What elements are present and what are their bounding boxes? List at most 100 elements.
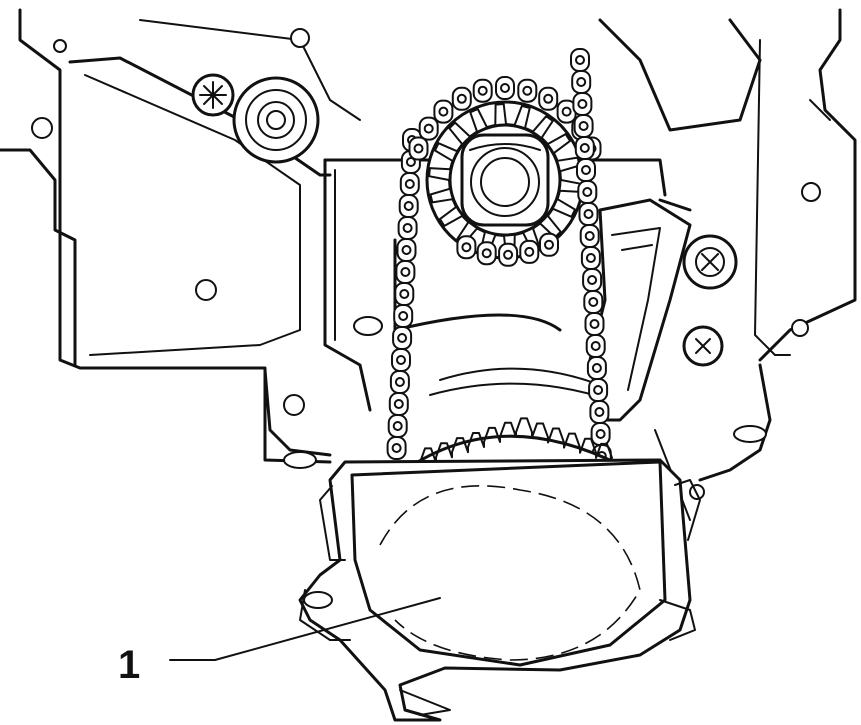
- chain-link: [579, 224, 600, 248]
- chain-pin: [400, 267, 411, 277]
- chain-link: [389, 370, 410, 394]
- upper-sprocket: [425, 100, 585, 260]
- chain-link: [392, 326, 413, 350]
- chain-pin: [404, 179, 415, 189]
- chain-link: [451, 86, 472, 111]
- callout-1: 1: [118, 597, 441, 687]
- chain-pin: [588, 297, 599, 307]
- chain-link: [589, 400, 610, 424]
- chain-link: [397, 216, 418, 240]
- chain-pin: [500, 83, 510, 93]
- chain-pin: [589, 319, 600, 329]
- chain-pin: [461, 242, 472, 253]
- chain-pin: [575, 55, 585, 65]
- chain-link: [418, 116, 439, 141]
- chain-link: [590, 422, 611, 446]
- chain-pin: [423, 123, 434, 134]
- chain-pin: [396, 355, 406, 365]
- chain-pin: [524, 246, 535, 257]
- chain-link: [576, 158, 596, 182]
- chain-link: [396, 238, 417, 262]
- chain-pin: [585, 253, 596, 263]
- chain-pin: [595, 429, 606, 439]
- chain-link: [574, 136, 595, 160]
- chain-pin: [397, 333, 408, 343]
- chain-pin: [401, 245, 412, 255]
- chain-link: [387, 414, 408, 438]
- chain-pin: [543, 93, 554, 104]
- chain-link: [580, 246, 601, 270]
- chain-pin: [398, 311, 409, 321]
- chain-link: [388, 392, 409, 416]
- chain-pin: [590, 341, 601, 351]
- chain-link: [584, 312, 605, 336]
- chain-pin: [577, 99, 588, 109]
- chain-pin: [591, 363, 602, 373]
- chain-pin: [578, 121, 589, 131]
- chain-link: [517, 78, 538, 103]
- chain-link: [570, 48, 590, 72]
- timing-chain: [386, 48, 612, 468]
- chain-pin: [392, 421, 403, 431]
- chain-link: [578, 202, 599, 226]
- chain-pin: [522, 85, 533, 96]
- chain-link: [582, 268, 603, 292]
- chain-pin: [413, 143, 424, 154]
- chain-pin: [477, 85, 488, 96]
- chain-link: [585, 334, 606, 358]
- chain-link: [476, 241, 497, 266]
- chain-pin: [587, 275, 598, 285]
- chain-link: [519, 239, 540, 264]
- chain-link: [498, 242, 519, 267]
- chain-pin: [503, 249, 514, 260]
- chain-pin: [481, 248, 492, 259]
- chain-link: [539, 232, 559, 257]
- chain-link: [394, 282, 415, 306]
- chain-pin: [391, 443, 402, 453]
- chain-pin: [582, 187, 593, 197]
- chain-link: [577, 180, 598, 204]
- chain-pin: [593, 385, 604, 395]
- chain-link: [586, 356, 607, 380]
- chain-link: [472, 78, 493, 103]
- chain-pin: [438, 106, 449, 117]
- chain-link: [583, 290, 604, 314]
- chain-link: [588, 378, 609, 402]
- chain-link: [571, 70, 592, 94]
- chain-pin: [456, 93, 467, 104]
- chain-pin: [581, 165, 591, 175]
- crank-tooth-row: [409, 417, 613, 471]
- chain-link: [391, 348, 411, 372]
- chain-pin: [584, 231, 595, 241]
- chain-link: [408, 136, 429, 161]
- chain-link: [495, 76, 515, 100]
- bolt-holes: [31, 28, 821, 500]
- chain-pin: [576, 77, 587, 87]
- chain-link: [399, 172, 420, 196]
- chain-pin: [579, 143, 590, 153]
- chain-pin: [399, 289, 410, 299]
- chain-link: [395, 260, 416, 284]
- chain-link: [398, 194, 419, 218]
- chain-link: [456, 235, 477, 260]
- chain-link: [538, 86, 559, 111]
- cover-part-1: [298, 458, 701, 722]
- chain-pin: [394, 377, 405, 387]
- chain-link: [386, 436, 407, 460]
- chain-pin: [403, 201, 414, 211]
- chain-link: [433, 99, 454, 124]
- chain-pin: [405, 157, 416, 167]
- callout-label: 1: [118, 643, 140, 687]
- chain-link: [393, 304, 414, 328]
- chain-link: [572, 92, 593, 116]
- chain-tensioner-guide: [588, 198, 738, 422]
- chain-pin: [561, 106, 572, 117]
- chain-pin: [402, 223, 413, 233]
- chain-pin: [544, 239, 554, 250]
- chain-pin: [393, 399, 404, 409]
- chain-pin: [594, 407, 605, 417]
- engine-block: [0, 8, 857, 521]
- idler-pulley: [191, 73, 320, 164]
- chain-pin: [583, 209, 594, 219]
